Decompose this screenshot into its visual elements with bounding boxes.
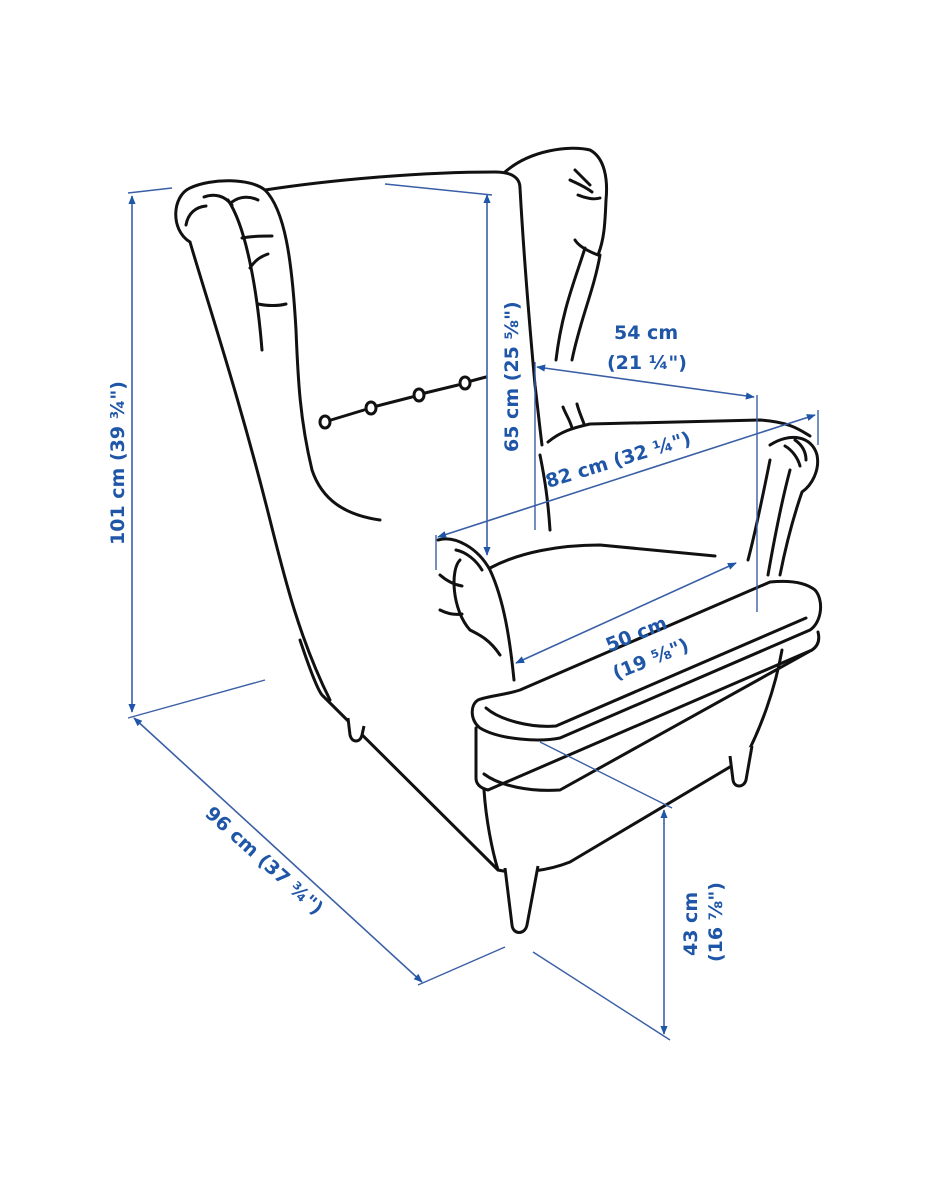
button-tufting <box>318 375 488 430</box>
dimension-lines <box>127 183 819 1041</box>
front-left-leg <box>503 865 540 934</box>
left-wing-outer-edge <box>188 240 332 702</box>
seat-height-inch-label: (16 ⅞") <box>705 882 727 962</box>
backrest-top <box>263 170 522 192</box>
left-wing <box>174 179 382 522</box>
seat-height-cm-label: 43 cm <box>680 892 702 956</box>
seat-width-cm-label: 54 cm <box>614 322 678 344</box>
total-depth-label: 96 cm (37 ¾") <box>201 802 328 919</box>
total-height-label: 101 cm (39 ¾") <box>107 381 129 545</box>
right-armrest <box>768 436 820 577</box>
left-armrest <box>436 537 516 682</box>
right-wing <box>503 146 609 257</box>
front-right-leg <box>728 745 754 788</box>
backrest-right-edge <box>518 186 544 447</box>
chair-base <box>482 648 784 874</box>
seat-cushion <box>488 543 717 570</box>
backrest-height-label: 65 cm (25 ⅝") <box>501 301 523 452</box>
seat-width-inch-label: (21 ¼") <box>607 352 687 374</box>
total-width-label: 82 cm (32 ¼") <box>543 428 694 493</box>
back-left-leg <box>346 717 366 743</box>
left-wing-inner-roll <box>226 198 264 352</box>
armchair-drawing <box>174 146 823 934</box>
